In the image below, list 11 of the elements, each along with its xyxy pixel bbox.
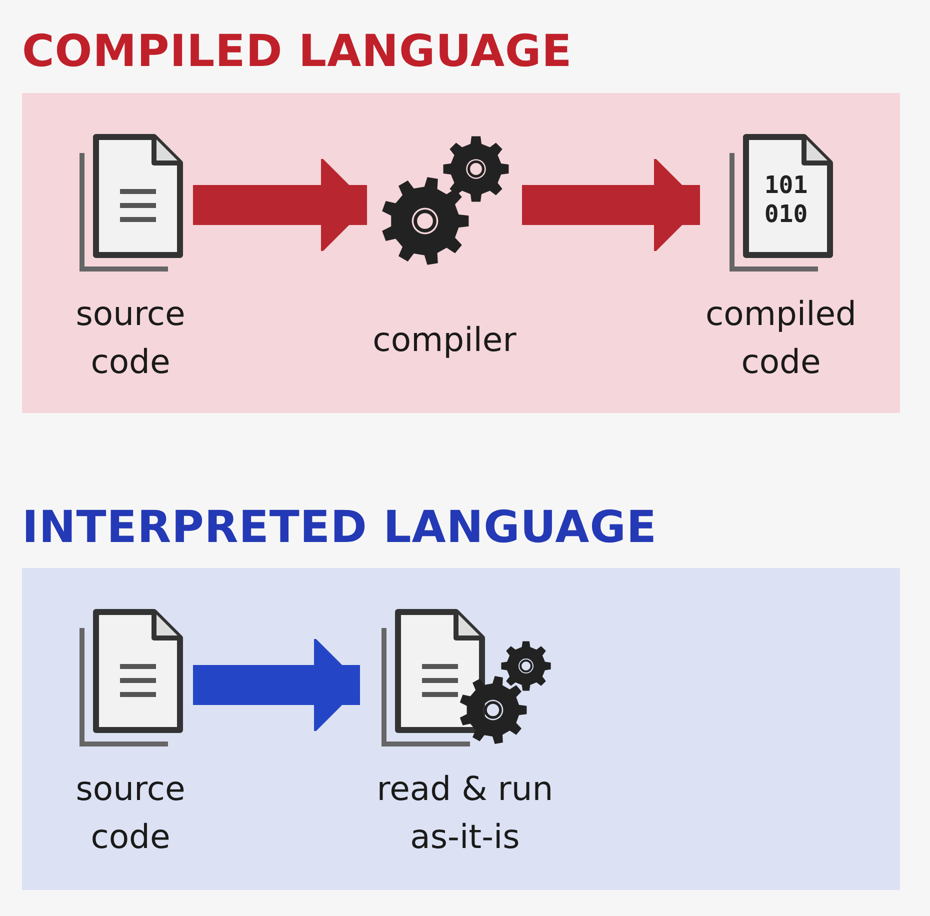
block-arrow	[193, 158, 368, 252]
section-title: COMPILED LANGUAGE	[22, 25, 574, 79]
node-label: source code	[74, 293, 186, 383]
node-label: read & run as-it-is	[376, 768, 554, 858]
node-label: compiled code	[704, 293, 858, 383]
binary-digits: 101 010	[763, 171, 809, 229]
section-title: INTERPRETED LANGUAGE	[22, 501, 658, 555]
node-label: compiler	[372, 319, 516, 361]
block-arrow	[193, 638, 362, 732]
node-label: source code	[74, 768, 186, 858]
block-arrow	[522, 158, 702, 252]
